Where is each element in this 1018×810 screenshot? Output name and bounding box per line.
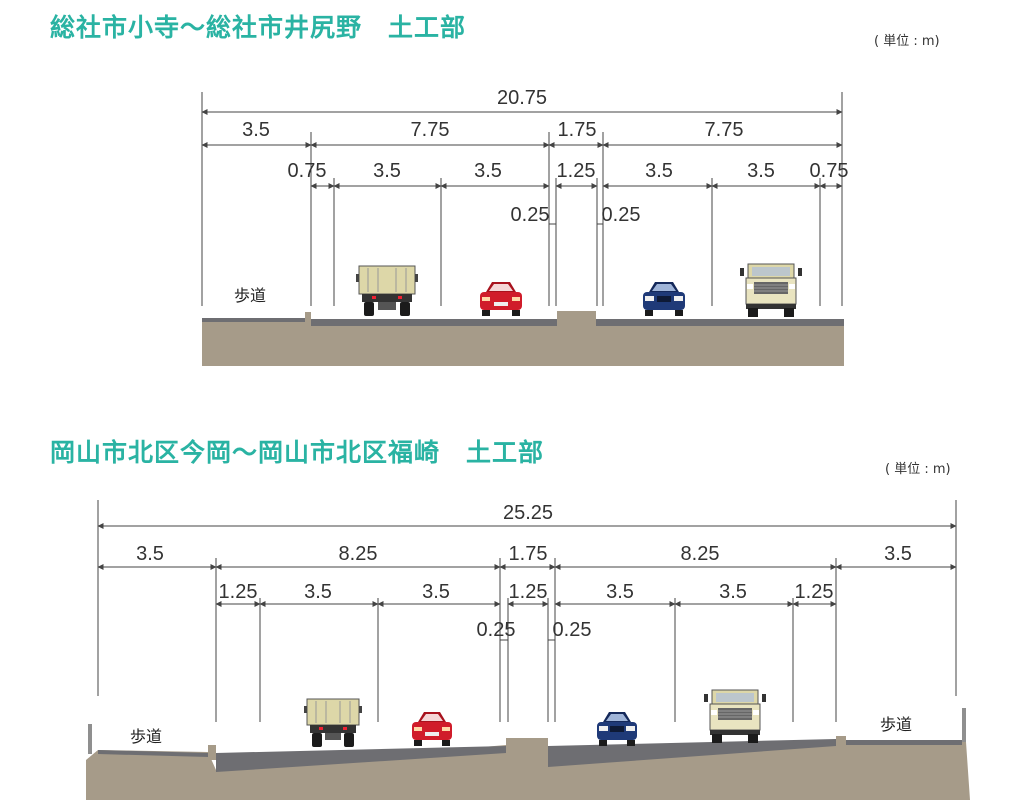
curb-left — [208, 745, 216, 760]
dimension-lines — [201, 109, 843, 225]
dim-lane-4-2: 3.5 — [719, 581, 747, 603]
sidewalk-surface — [202, 318, 305, 322]
dim-shoulder-right: 0.75 — [810, 160, 849, 182]
dim-lane-2-2: 3.5 — [422, 581, 450, 603]
dim-shoulder-left: 0.75 — [288, 160, 327, 182]
dump-truck-rear-icon — [304, 698, 362, 747]
dim-lane-2: 3.5 — [474, 160, 502, 182]
guard-post-right — [962, 708, 966, 742]
dump-truck-rear-icon — [356, 265, 418, 316]
dim-median-inner-2: 1.25 — [509, 581, 548, 603]
dim-shoulder-right-2: 1.25 — [795, 581, 834, 603]
curb — [305, 312, 311, 326]
roadway-left-2 — [216, 746, 506, 772]
earth-embankment-2 — [86, 742, 970, 800]
blue-car-front-icon — [597, 712, 637, 746]
truck-front-icon — [704, 689, 766, 743]
dim-lane-3-2: 3.5 — [606, 581, 634, 603]
dim-lane-1-2: 3.5 — [304, 581, 332, 603]
earth-embankment — [202, 322, 844, 366]
dim-sidewalk: 3.5 — [242, 119, 270, 141]
dim-lane-1: 3.5 — [373, 160, 401, 182]
dim-inner-shoulder-right-2: 0.25 — [553, 619, 592, 641]
section2-unit-label: ( 単位 : m) — [885, 462, 951, 477]
curb-right — [836, 736, 846, 748]
dim-median-inner: 1.25 — [557, 160, 596, 182]
blue-car-front-icon — [643, 282, 685, 316]
median — [557, 311, 596, 326]
roadway-left — [311, 319, 557, 326]
dim-lane-4: 3.5 — [747, 160, 775, 182]
dim-inner-shoulder-left: 0.25 — [511, 204, 550, 226]
dim-median: 1.75 — [558, 119, 597, 141]
dim-total-2: 25.25 — [503, 502, 553, 524]
sidewalk-right-surface — [846, 740, 962, 745]
sidewalk-right-label: 歩道 — [880, 715, 912, 734]
extension-lines — [201, 92, 843, 306]
dim-inner-shoulder-right: 0.25 — [602, 204, 641, 226]
dim-carriageway-right-2: 8.25 — [681, 543, 720, 565]
roadway-right-2 — [548, 739, 836, 767]
sidewalk-left-surface — [98, 750, 208, 757]
dim-lane-3: 3.5 — [645, 160, 673, 182]
dim-carriageway-left-2: 8.25 — [339, 543, 378, 565]
dim-sidewalk-left-2: 3.5 — [136, 543, 164, 565]
median-2 — [506, 738, 548, 765]
dim-total: 20.75 — [497, 87, 547, 109]
dim-median-2: 1.75 — [509, 543, 548, 565]
dim-carriageway-right: 7.75 — [705, 119, 744, 141]
section2-title: 岡山市北区今岡～岡山市北区福崎 土工部 — [50, 438, 545, 467]
dim-inner-shoulder-left-2: 0.25 — [477, 619, 516, 641]
dim-shoulder-left-2: 1.25 — [219, 581, 258, 603]
dimension-lines-2 — [97, 523, 957, 641]
dim-carriageway-left: 7.75 — [411, 119, 450, 141]
dim-sidewalk-right-2: 3.5 — [884, 543, 912, 565]
sidewalk-left-label: 歩道 — [130, 727, 162, 746]
section1-cross-section: 20.75 3.5 7.75 1.75 7.75 0.75 3.5 3.5 1.… — [201, 87, 849, 366]
red-car-rear-icon — [480, 282, 522, 316]
sidewalk-label: 歩道 — [234, 286, 266, 305]
extension-lines-2 — [97, 500, 957, 722]
section1-title: 総社市小寺～総社市井尻野 土工部 — [50, 13, 467, 42]
roadway-right — [596, 319, 844, 326]
red-car-rear-icon — [412, 712, 452, 746]
section1-unit-label: ( 単位 : m) — [874, 34, 940, 49]
truck-front-icon — [740, 263, 802, 317]
guard-post-left — [88, 724, 92, 754]
